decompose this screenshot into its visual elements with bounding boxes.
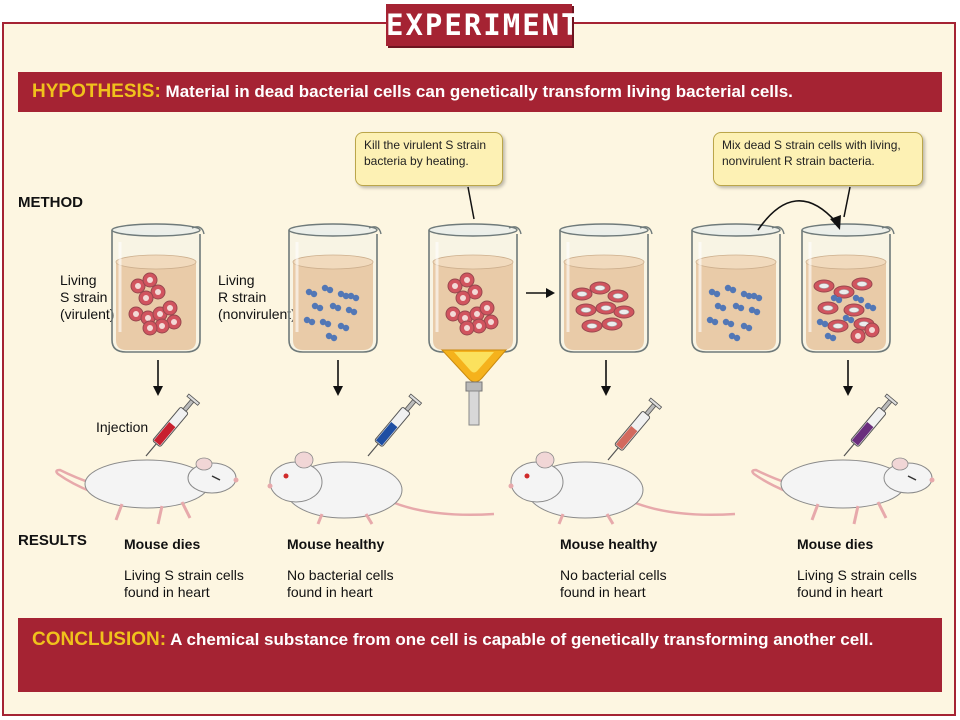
result-item: Mouse healthy No bacterial cells found i…	[560, 536, 730, 601]
result-outcome: Mouse dies	[797, 536, 874, 552]
r-strain-label-line: Living	[218, 272, 255, 288]
result-item: Mouse healthy No bacterial cells found i…	[287, 536, 457, 601]
arrow-down-icon	[843, 360, 853, 396]
beaker-heating	[428, 223, 522, 353]
mix-curved-arrow-icon	[757, 200, 841, 231]
hypothesis-keyword: HYPOTHESIS:	[32, 81, 161, 102]
result-outcome: Mouse healthy	[560, 536, 658, 552]
arrow-down-icon	[153, 360, 163, 396]
experiment-title: EXPERIMENT	[386, 4, 579, 46]
syringe-icon	[145, 393, 201, 457]
mouse-healthy-icon	[267, 451, 495, 525]
conclusion-banner: CONCLUSION: A chemical substance from on…	[18, 618, 942, 692]
mouse-dead-icon	[55, 457, 239, 525]
beaker-mixture	[801, 223, 895, 353]
results-label: RESULTS	[18, 532, 87, 549]
r-strain-label-line: R strain	[218, 289, 267, 305]
beaker-r-strain	[288, 223, 382, 353]
method-label: METHOD	[18, 194, 83, 211]
result-detail: Living S strain cells	[124, 567, 244, 583]
result-item: Mouse dies Living S strain cells found i…	[124, 536, 294, 601]
syringe-icon	[367, 393, 423, 457]
mouse-dead-icon	[751, 457, 935, 525]
result-detail: found in heart	[287, 584, 373, 600]
heat-callout-pointer	[467, 186, 475, 220]
hypothesis-text: Material in dead bacterial cells can gen…	[160, 82, 793, 101]
result-item: Mouse dies Living S strain cells found i…	[797, 536, 947, 601]
mouse-healthy-icon	[508, 451, 736, 525]
mix-callout-pointer	[843, 186, 851, 218]
result-detail: found in heart	[124, 584, 210, 600]
hypothesis-banner: HYPOTHESIS: Material in dead bacterial c…	[18, 72, 942, 112]
r-strain-label-line: (nonvirulent)	[218, 306, 296, 322]
syringe-icon	[843, 393, 899, 457]
s-strain-label-line: (virulent)	[60, 306, 115, 322]
injection-label: Injection	[96, 419, 149, 435]
arrow-down-icon	[333, 360, 343, 396]
heat-burner-icon	[440, 349, 508, 426]
arrow-right-icon	[526, 288, 555, 298]
beaker-r-strain-mix	[691, 223, 785, 353]
syringe-icon	[607, 397, 663, 461]
result-detail: found in heart	[560, 584, 646, 600]
result-detail: found in heart	[797, 584, 883, 600]
conclusion-keyword: CONCLUSION:	[32, 629, 167, 650]
result-detail: No bacterial cells	[560, 567, 667, 583]
r-strain-label: Living R strain (nonvirulent)	[218, 272, 296, 323]
s-strain-label: Living S strain (virulent)	[60, 272, 114, 323]
arrow-down-icon	[601, 360, 611, 396]
result-outcome: Mouse dies	[124, 536, 201, 552]
s-strain-label-line: S strain	[60, 289, 108, 305]
conclusion-text: A chemical substance from one cell is ca…	[166, 630, 874, 649]
heat-callout: Kill the virulent S strain bacteria by h…	[355, 132, 503, 186]
beaker-s-strain	[111, 223, 205, 353]
result-detail: No bacterial cells	[287, 567, 394, 583]
result-detail: Living S strain cells	[797, 567, 917, 583]
beaker-dead-s-strain	[559, 223, 653, 353]
s-strain-label-line: Living	[60, 272, 97, 288]
mix-callout: Mix dead S strain cells with living, non…	[713, 132, 923, 186]
result-outcome: Mouse healthy	[287, 536, 385, 552]
